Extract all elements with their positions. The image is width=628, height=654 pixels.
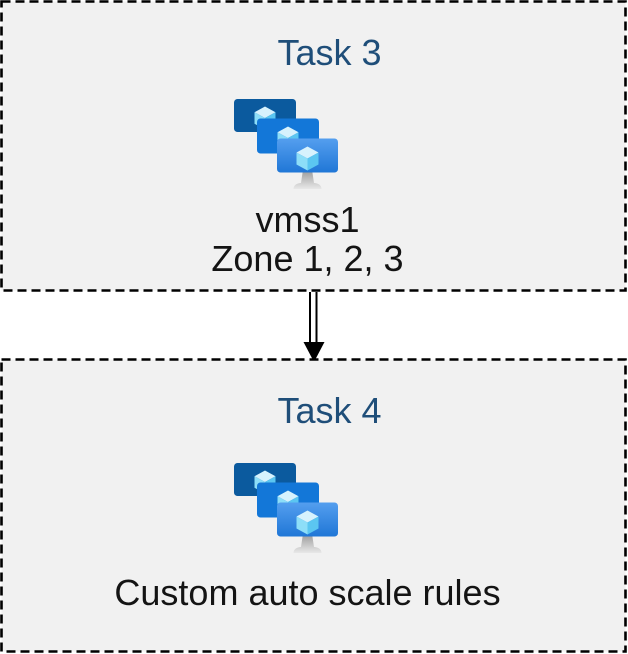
monitor-stand-neck — [300, 171, 314, 183]
box-label-line: vmss1 — [255, 199, 360, 240]
arrowhead — [303, 342, 325, 362]
task4-box: Task 4 Custom auto scale rules — [0, 358, 627, 653]
monitor-stand-neck — [300, 535, 314, 547]
box-title: Task 3 — [277, 32, 382, 73]
box-label: Custom auto scale rules — [0, 573, 621, 612]
monitor-stand-base — [293, 547, 321, 553]
task3-box: Task 3 vmss1 Zone 1, 2, 3 — [0, 0, 627, 292]
vm-scale-sets-icon — [233, 99, 338, 189]
box-label: vmss1 Zone 1, 2, 3 — [0, 200, 621, 278]
vm-scale-sets-icon — [233, 463, 338, 553]
box-label-line: Zone 1, 2, 3 — [211, 238, 404, 279]
cube-left-face — [296, 516, 307, 535]
down-arrow-connector — [303, 292, 325, 362]
arrow-line-right — [315, 292, 318, 346]
cube-right-face — [307, 152, 318, 171]
cube-left-face — [296, 152, 307, 171]
cube-right-face — [307, 516, 318, 535]
arrow-line-left — [309, 292, 311, 346]
box-label-line: Custom auto scale rules — [114, 572, 501, 613]
monitor-stand-base — [293, 183, 321, 189]
box-title: Task 4 — [277, 390, 382, 431]
